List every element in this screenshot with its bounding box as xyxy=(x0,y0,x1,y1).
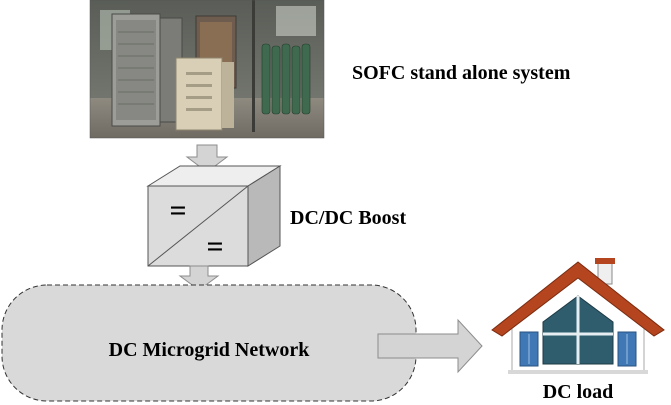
dcdc-boost-converter-box: = = xyxy=(146,165,282,267)
arrow-sofc-to-converter xyxy=(185,144,229,173)
arrow-converter-to-network xyxy=(178,265,220,291)
dc-microgrid-network-label: DC Microgrid Network xyxy=(109,339,311,361)
converter-output-symbol: = xyxy=(206,230,223,263)
converter-input-symbol: = xyxy=(169,194,186,227)
dc-microgrid-network-box xyxy=(1,284,417,402)
arrow-network-to-load xyxy=(377,318,483,374)
house-icon xyxy=(491,258,665,374)
sofc-system-label: SOFC stand alone system xyxy=(352,62,571,84)
dcdc-boost-label: DC/DC Boost xyxy=(290,207,406,229)
dc-load-label: DC load xyxy=(543,381,614,403)
sofc-system-photo xyxy=(89,0,325,139)
